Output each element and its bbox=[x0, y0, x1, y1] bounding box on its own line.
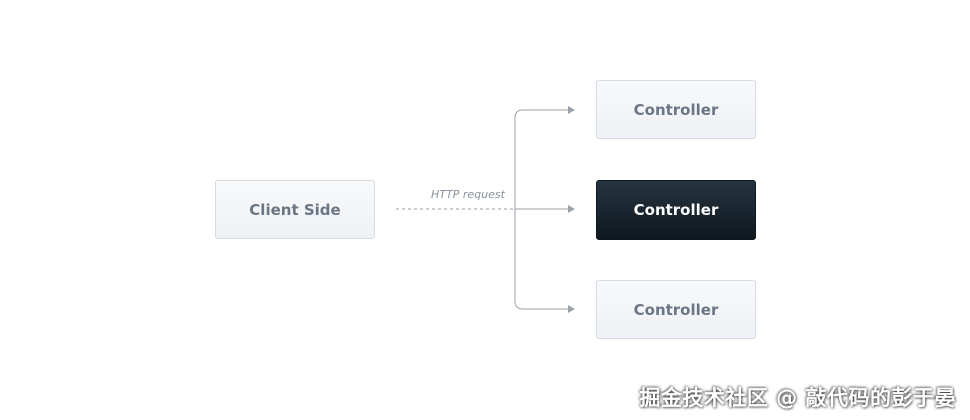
watermark: 掘金技术社区 @ 敲代码的彭于晏 bbox=[639, 386, 956, 410]
client-side-node: Client Side bbox=[215, 180, 375, 239]
controller-node-1: Controller bbox=[596, 80, 756, 139]
controller-label-2: Controller bbox=[633, 201, 719, 219]
controller-node-2-highlighted: Controller bbox=[596, 180, 756, 240]
client-side-label: Client Side bbox=[249, 200, 341, 219]
branch-to-controller-1 bbox=[514, 109, 568, 209]
arrowhead-controller-1 bbox=[568, 106, 575, 114]
controller-label-3: Controller bbox=[633, 300, 719, 319]
branch-to-controller-3 bbox=[514, 209, 568, 310]
controller-label-1: Controller bbox=[633, 100, 719, 119]
arrowhead-controller-2 bbox=[568, 205, 575, 213]
controller-node-3: Controller bbox=[596, 280, 756, 339]
arrowhead-controller-3 bbox=[568, 305, 575, 313]
http-request-label: HTTP request bbox=[431, 188, 505, 201]
